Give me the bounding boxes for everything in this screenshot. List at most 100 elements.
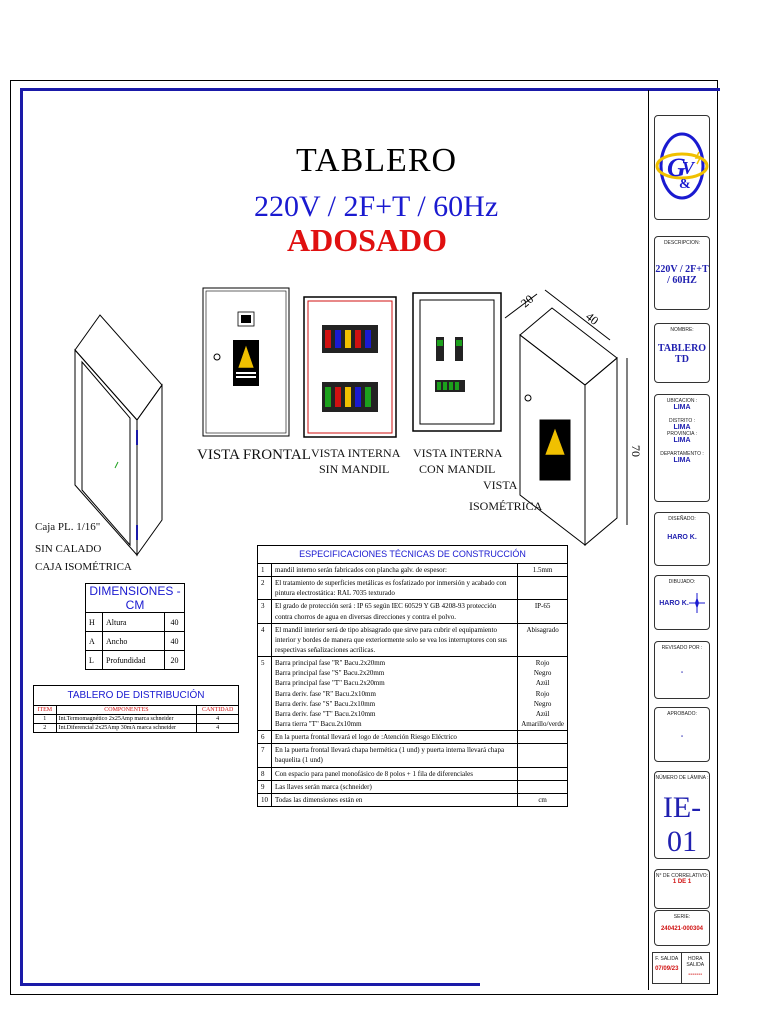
isometric-width-label: 40	[583, 309, 601, 327]
component-quantity: 4	[196, 714, 239, 724]
internal-view-without-panel-drawing	[303, 296, 397, 438]
drawing-frame-bottom	[20, 983, 480, 986]
spec-text: Todas las dimensiones están en	[270, 792, 519, 808]
table-row: L Profundidad 20	[85, 650, 186, 670]
svg-text:G: G	[667, 153, 686, 182]
title-block	[648, 90, 714, 990]
sheet-number-box: NÚMERO DE LÁMINA : IE-01	[654, 771, 710, 859]
spec-text: El grado de protección será : IP 65 segú…	[270, 599, 519, 624]
box-note-title: CAJA ISOMÉTRICA	[35, 561, 132, 573]
designed-by-label: DISEÑADO:	[668, 516, 696, 522]
column-header: ITEM	[33, 705, 57, 715]
spec-text: En la puerta frontal llevará chapa hermé…	[270, 743, 519, 768]
drawing-voltage: 220V / 2F+T / 60Hz	[254, 190, 499, 223]
drawing-frame	[20, 88, 720, 985]
column-header: CANTIDAD	[196, 705, 239, 715]
provincia-label: PROVINCIA :	[666, 431, 697, 437]
reviewed-by-box: REVISADO POR : -	[654, 641, 710, 699]
name-label: NOMBRE:	[670, 327, 694, 333]
spec-number: 7	[257, 743, 272, 768]
box-note-cut: SIN CALADO	[35, 543, 102, 555]
series-value: 240421-000304	[660, 926, 704, 932]
dimensions-table: DIMENSIONES - CM H Altura 40 A Ancho 40 …	[85, 583, 186, 670]
company-logo-icon: G V &	[655, 132, 709, 200]
internal-view-with-label-2: CON MANDIL	[419, 462, 496, 476]
spec-number: 6	[257, 730, 272, 745]
company-logo-box: G V &	[654, 115, 710, 220]
spec-number: 5	[257, 656, 272, 732]
distribution-table: TABLERO DE DISTRIBUCIÓN ITEM COMPONENTES…	[33, 685, 239, 733]
provincia-value: LIMA	[673, 437, 691, 444]
description-box: DESCRIPCION: 220V / 2F+T / 60HZ	[654, 236, 710, 310]
svg-text:&: &	[679, 177, 691, 192]
technical-drawings: 20 40 70	[74, 287, 643, 557]
spec-text: Barra principal fase "R" Bacu.2x20mm Bar…	[270, 656, 519, 732]
dimension-value: 40	[163, 631, 186, 651]
specifications-title: ESPECIFICACIONES TÉCNICAS DE CONSTRUCCIÓ…	[257, 544, 568, 565]
dimension-name: Altura	[102, 612, 165, 632]
sheet-border	[10, 80, 718, 995]
front-view-label: VISTA FRONTAL	[197, 447, 311, 463]
spec-value: IP-65	[517, 599, 568, 624]
isometric-view-label-1: VISTA	[483, 478, 518, 492]
svg-text:V: V	[682, 158, 696, 178]
front-view-drawing	[202, 287, 290, 437]
sheet-number-value: IE-01	[662, 791, 702, 858]
drawn-by-label: DIBUJADO:	[668, 579, 696, 585]
issue-date-value: 07/09/23	[655, 966, 679, 972]
issue-date-label: F. SALIDA	[655, 956, 679, 962]
spec-text: El tratamiento de superficies metálicas …	[270, 576, 519, 601]
item-number: 2	[33, 723, 57, 733]
spec-value: 1.5mm	[517, 563, 568, 578]
spec-number: 8	[257, 766, 272, 781]
issue-time-value: -------	[688, 972, 703, 978]
spec-value: Abisagrado	[517, 622, 568, 658]
dimension-name: Profundidad	[102, 650, 165, 670]
drawing-title: TABLERO	[296, 142, 458, 179]
internal-view-without-label-2: SIN MANDIL	[319, 462, 390, 476]
ubicacion-label: UBICACION :	[666, 398, 698, 404]
internal-view-with-label-1: VISTA INTERNA	[413, 446, 503, 460]
dimension-value: 20	[163, 650, 186, 670]
distribution-title: TABLERO DE DISTRIBUCIÓN	[33, 685, 239, 706]
spec-text: En la puerta frontal llevará el logo de …	[270, 730, 519, 745]
item-number: 1	[33, 714, 57, 724]
spec-text: Las llaves serán marca (schneider)	[270, 779, 519, 794]
spec-number: 9	[257, 779, 272, 794]
dimension-value: 40	[163, 612, 186, 632]
approved-by-box: APROBADO: -	[654, 707, 710, 762]
empty-box-drawing	[74, 314, 163, 557]
drawing-mount-type: ADOSADO	[287, 222, 448, 258]
isometric-height-label: 70	[629, 445, 643, 457]
name-box: NOMBRE: TABLERO TD	[654, 323, 710, 383]
name-value: TABLERO TD	[657, 343, 707, 365]
table-row: H Altura 40	[85, 612, 186, 632]
dimensions-title: DIMENSIONES - CM	[85, 583, 185, 613]
designed-by-box: DISEÑADO: HARO K.	[654, 512, 710, 566]
component-quantity: 4	[196, 723, 239, 733]
description-label: DESCRIPCION:	[663, 240, 701, 246]
approved-by-label: APROBADO:	[667, 711, 697, 717]
dimension-key: L	[85, 650, 103, 670]
spec-text: El mandil interior será de tipo abisagra…	[270, 622, 519, 658]
issue-time-label: HORA SALIDA	[686, 956, 705, 968]
spec-value	[517, 779, 568, 794]
component-name: Int.Diferencial 2x25Amp 30mA marca schne…	[55, 723, 198, 733]
correlative-label: N° DE CORRELATIVO:	[655, 873, 709, 879]
reviewed-by-value: -	[680, 669, 684, 676]
spec-value: Rojo Negro Azúl Rojo Negro Azúl Amarillo…	[517, 656, 568, 732]
isometric-view-drawing	[504, 289, 628, 547]
column-header: COMPONENTES	[55, 705, 198, 715]
spec-value	[517, 730, 568, 745]
ubicacion-value: LIMA	[673, 404, 691, 411]
spec-number: 10	[257, 792, 272, 808]
spec-value: cm	[517, 792, 568, 808]
table-row: 2 Int.Diferencial 2x25Amp 30mA marca sch…	[33, 723, 239, 733]
